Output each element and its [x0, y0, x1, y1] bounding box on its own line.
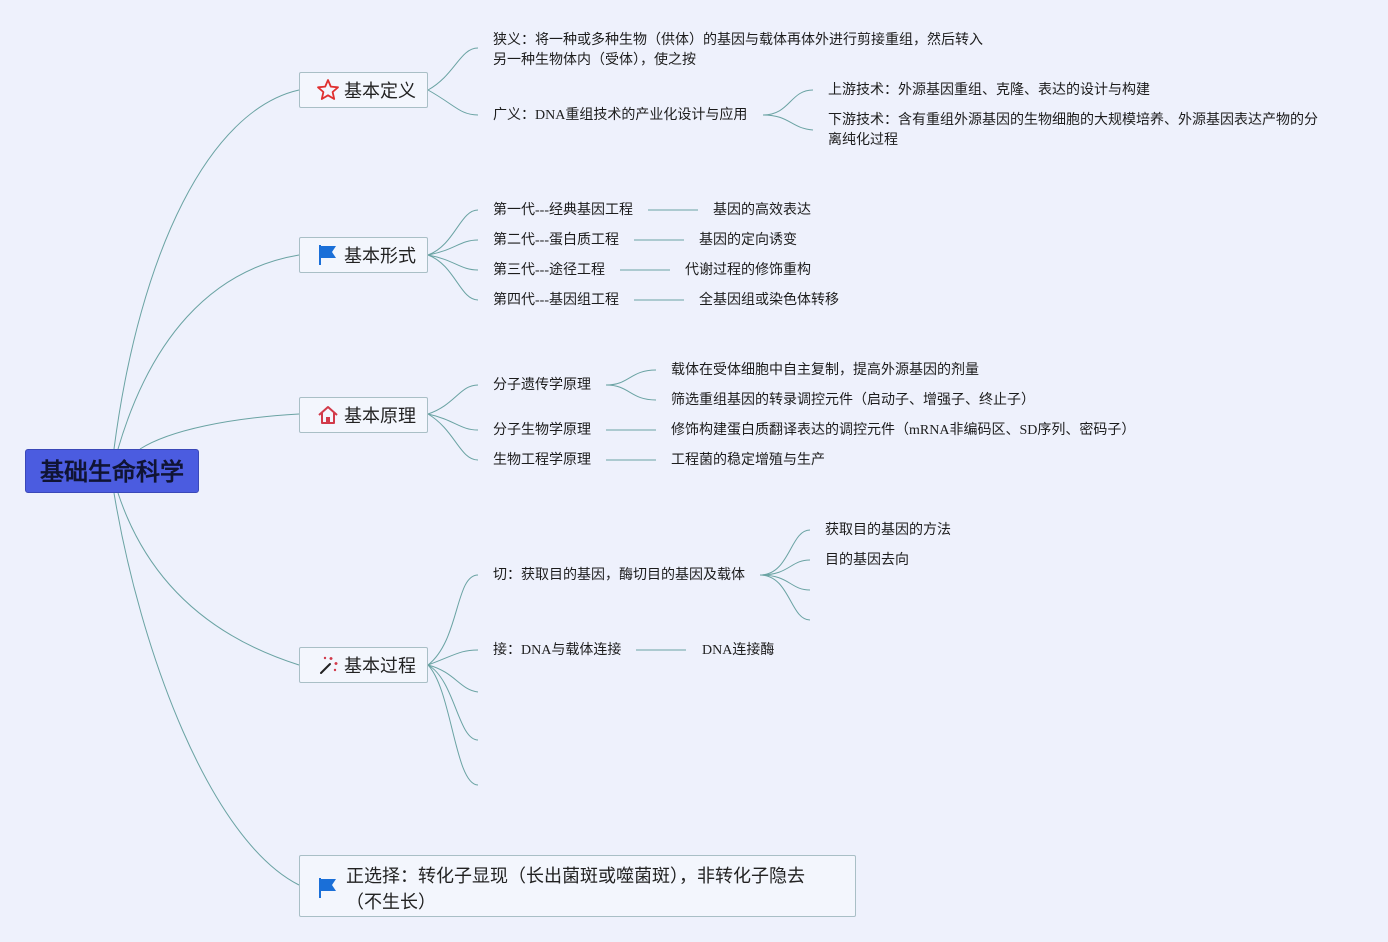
process-join[interactable]: 接：DNA与载体连接 — [493, 643, 622, 658]
process-cut[interactable]: 切：获取目的基因，酶切目的基因及载体 — [493, 568, 745, 583]
process-join-detail[interactable]: DNA连接酶 — [702, 643, 775, 658]
topic-principle-label: 基本原理 — [344, 406, 416, 427]
topic-form[interactable]: 基本形式 — [299, 237, 428, 273]
form-gen4[interactable]: 第四代---基因组工程 — [493, 293, 619, 308]
principle-molbio-detail[interactable]: 修饰构建蛋白质翻译表达的调控元件（mRNA非编码区、SD序列、密码子） — [671, 423, 1136, 438]
form-gen2[interactable]: 第二代---蛋白质工程 — [493, 233, 619, 248]
topic-selection-label: 正选择：转化子显现（长出菌斑或噬菌斑），非转化子隐去（不生长） — [346, 866, 805, 913]
topic-selection[interactable]: 正选择：转化子显现（长出菌斑或噬菌斑），非转化子隐去（不生长） — [299, 855, 856, 917]
process-cut-detail-1[interactable]: 获取目的基因的方法 — [825, 523, 951, 538]
house-icon — [318, 406, 338, 424]
magic-wand-icon — [320, 656, 338, 674]
definition-broad[interactable]: 广义：DNA重组技术的产业化设计与应用 — [493, 108, 748, 123]
topic-definition-label: 基本定义 — [344, 81, 416, 102]
principle-bioeng[interactable]: 生物工程学原理 — [493, 453, 591, 468]
principle-genetics-detail-1[interactable]: 载体在受体细胞中自主复制，提高外源基因的剂量 — [671, 363, 979, 378]
root-node[interactable]: 基础生命科学 — [25, 449, 199, 493]
form-gen2-detail[interactable]: 基因的定向诱变 — [699, 233, 797, 248]
principle-bioeng-detail[interactable]: 工程菌的稳定增殖与生产 — [671, 453, 825, 468]
flag-icon — [319, 245, 336, 265]
principle-molbio[interactable]: 分子生物学原理 — [493, 423, 591, 438]
form-gen3[interactable]: 第三代---途径工程 — [493, 263, 605, 278]
star-icon — [317, 79, 339, 100]
definition-downstream[interactable]: 下游技术：含有重组外源基因的生物细胞的大规模培养、外源基因表达产物的分离纯化过程 — [828, 113, 1318, 148]
form-gen1-detail[interactable]: 基因的高效表达 — [713, 203, 811, 218]
principle-genetics[interactable]: 分子遗传学原理 — [493, 378, 591, 393]
form-gen4-detail[interactable]: 全基因组或染色体转移 — [699, 293, 839, 308]
flag-icon — [319, 878, 336, 898]
topic-process-label: 基本过程 — [344, 656, 416, 677]
topic-definition[interactable]: 基本定义 — [299, 72, 428, 108]
definition-upstream[interactable]: 上游技术：外源基因重组、克隆、表达的设计与构建 — [828, 83, 1150, 98]
topic-process[interactable]: 基本过程 — [299, 647, 428, 683]
form-gen3-detail[interactable]: 代谢过程的修饰重构 — [685, 263, 811, 278]
definition-narrow[interactable]: 狭义：将一种或多种生物（供体）的基因与载体再体外进行剪接重组，然后转入另一种生物… — [493, 33, 983, 68]
topic-form-label: 基本形式 — [344, 246, 416, 267]
topic-principle[interactable]: 基本原理 — [299, 397, 428, 433]
process-cut-detail-2[interactable]: 目的基因去向 — [825, 553, 909, 568]
principle-genetics-detail-2[interactable]: 筛选重组基因的转录调控元件（启动子、增强子、终止子） — [671, 393, 1035, 408]
form-gen1[interactable]: 第一代---经典基因工程 — [493, 203, 633, 218]
